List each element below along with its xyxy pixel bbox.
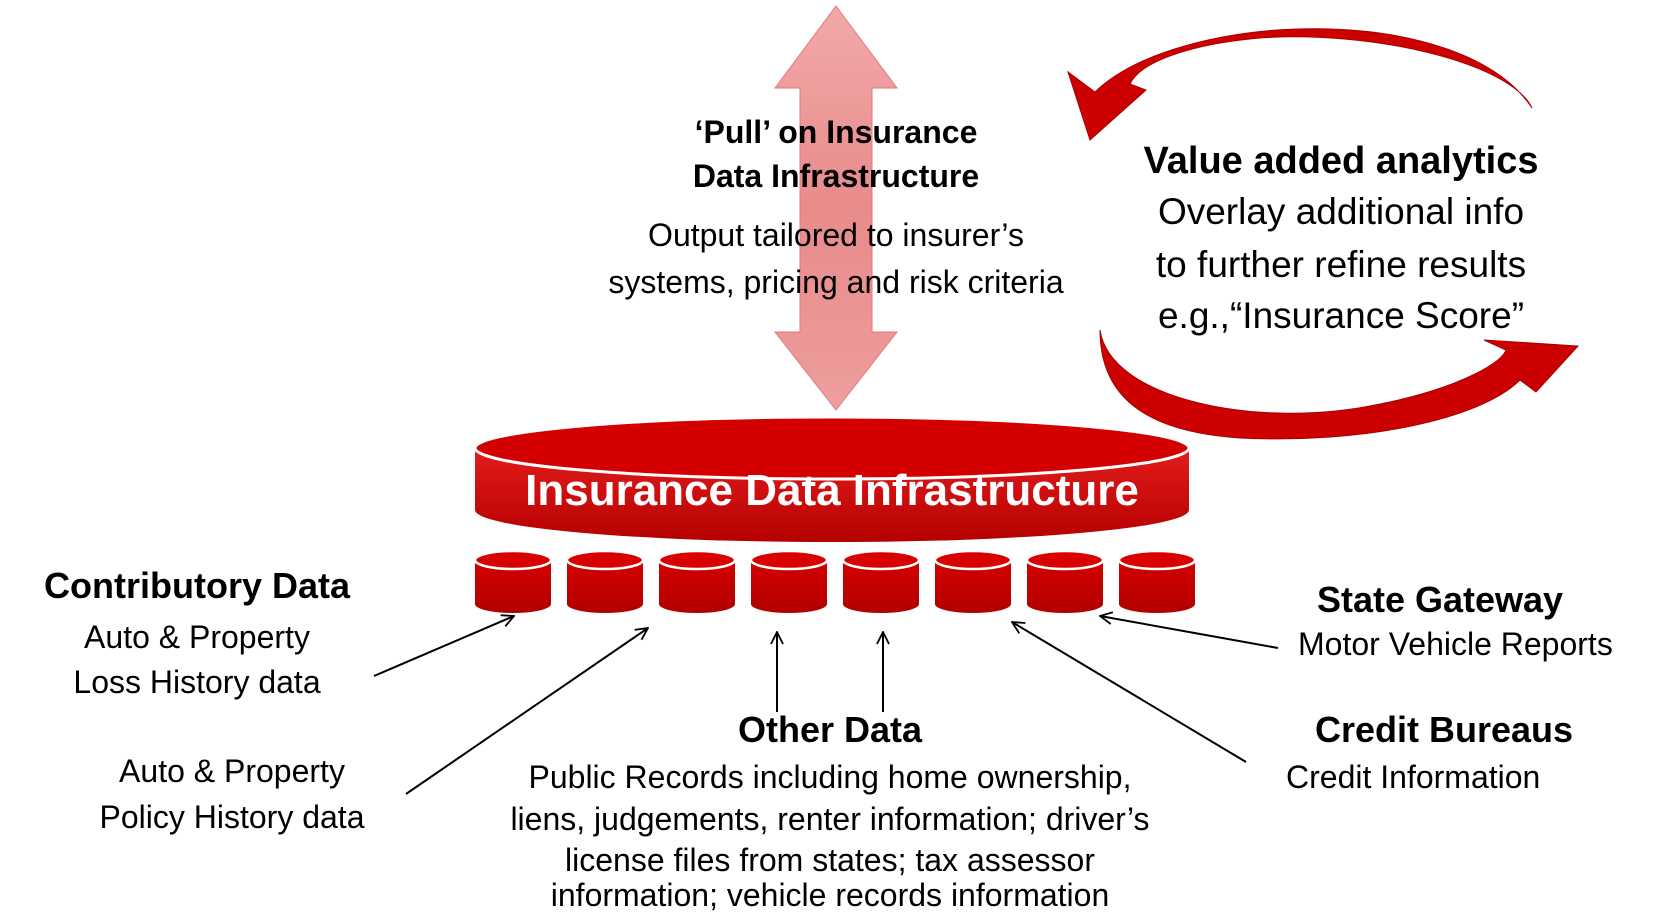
analytics-line2: to further refine results: [1156, 244, 1526, 285]
source-cylinder: [473, 549, 553, 613]
analytics-title: Value added analytics: [1144, 140, 1539, 182]
arrow-loss-history: [373, 616, 514, 677]
source-cylinder: [933, 549, 1013, 613]
infrastructure-cylinder: [473, 415, 1191, 542]
state-gateway-title: State Gateway: [1317, 579, 1563, 620]
pull-double-arrow: [773, 5, 899, 411]
source-arrows: [373, 616, 1279, 795]
source-cylinder: [1025, 549, 1105, 613]
pull-title-line2: Data Infrastructure: [693, 158, 979, 194]
arrow-state-gateway: [1100, 616, 1279, 649]
analytics-cycle-arrows: [1067, 28, 1580, 440]
other-data-line4: information; vehicle records information: [551, 877, 1109, 912]
pull-title-line1: ‘Pull’ on Insurance: [695, 114, 978, 150]
other-data-line3: license files from states; tax assessor: [565, 842, 1095, 878]
state-gateway-body: Motor Vehicle Reports: [1298, 626, 1613, 662]
source-cylinder: [841, 549, 921, 613]
arrow-credit-bureaus: [1012, 622, 1247, 763]
bottom-curved-arrow: [1099, 329, 1580, 440]
pull-body-line2: systems, pricing and risk criteria: [608, 264, 1063, 300]
contributory-policy-line1: Auto & Property: [119, 753, 345, 789]
other-data-line2: liens, judgements, renter information; d…: [510, 801, 1149, 837]
arrow-policy-history: [405, 628, 648, 795]
contributory-loss-line1: Auto & Property: [84, 619, 310, 655]
top-curved-arrow: [1067, 28, 1533, 141]
contributory-title: Contributory Data: [44, 565, 351, 606]
contributory-loss-line2: Loss History data: [73, 664, 320, 700]
credit-bureaus-title: Credit Bureaus: [1315, 709, 1573, 750]
other-data-line1: Public Records including home ownership,: [529, 759, 1132, 795]
contributory-policy-line2: Policy History data: [100, 799, 365, 835]
pull-body-line1: Output tailored to insurer’s: [648, 217, 1024, 253]
source-cylinder: [657, 549, 737, 613]
source-cylinders: [473, 549, 1197, 613]
analytics-line1: Overlay additional info: [1158, 191, 1524, 232]
source-cylinder: [1117, 549, 1197, 613]
other-data-title: Other Data: [738, 709, 923, 750]
infrastructure-label: Insurance Data Infrastructure: [525, 466, 1139, 515]
credit-bureaus-body: Credit Information: [1286, 759, 1540, 795]
source-cylinder: [749, 549, 829, 613]
source-cylinder: [565, 549, 645, 613]
analytics-line3: e.g.,“Insurance Score”: [1158, 295, 1524, 336]
